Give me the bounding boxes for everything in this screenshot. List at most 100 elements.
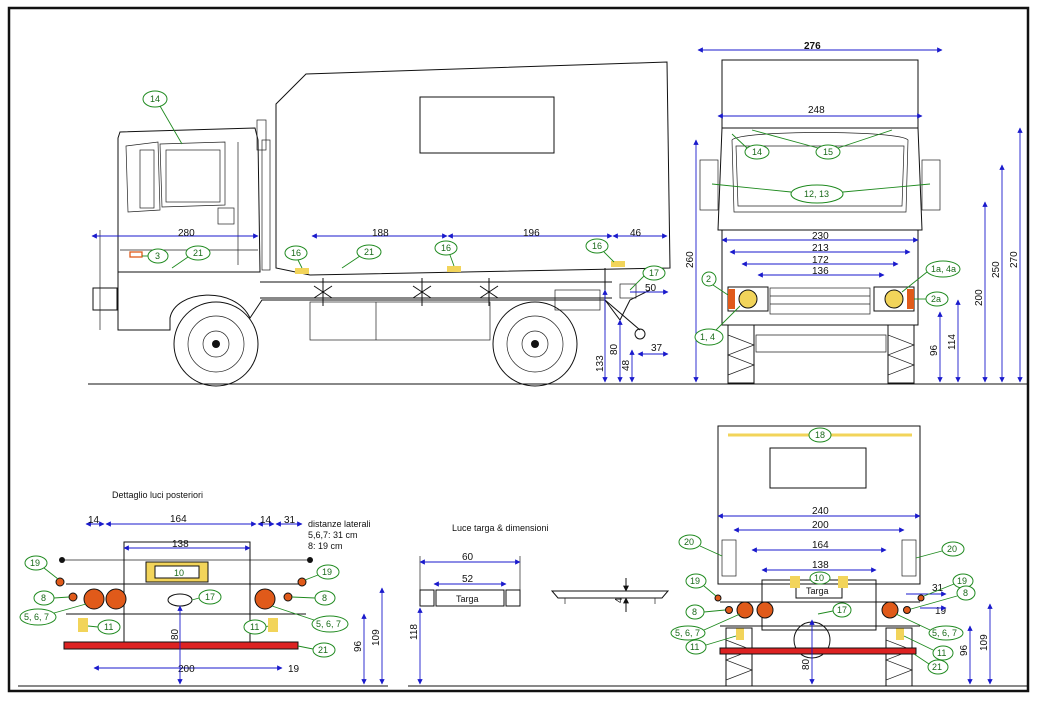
svg-text:19: 19 xyxy=(30,558,40,568)
side-dim-280: 280 xyxy=(178,228,195,239)
rear-light-detail: Dettaglio luci posteriori 10 14 164 14 3… xyxy=(18,490,388,687)
front-callout-15: 15 xyxy=(751,129,893,160)
front-dim-200: 200 xyxy=(974,289,985,306)
rear-callout-8-right: 8 xyxy=(910,585,976,610)
svg-text:21: 21 xyxy=(318,645,328,655)
rear-detail-dim-31: 31 xyxy=(284,515,296,526)
front-callout-1-4: 1, 4 xyxy=(694,305,741,346)
rear-callout-19-right: 19 xyxy=(923,573,974,597)
svg-text:19: 19 xyxy=(322,567,332,577)
side-dim-196: 196 xyxy=(523,228,540,239)
callout-14: 14 xyxy=(142,90,183,145)
rear-dim-240: 240 xyxy=(812,506,829,517)
svg-text:5, 6, 7: 5, 6, 7 xyxy=(24,612,49,622)
svg-text:11: 11 xyxy=(937,648,946,658)
svg-text:15: 15 xyxy=(823,147,833,157)
svg-text:1, 4: 1, 4 xyxy=(700,332,715,342)
side-dim-48: 48 xyxy=(621,359,632,371)
rear-detail-dim-164: 164 xyxy=(170,514,187,525)
svg-text:19: 19 xyxy=(690,576,700,586)
svg-text:16: 16 xyxy=(441,243,451,253)
front-callout-2a: 2a xyxy=(914,291,949,307)
callout-3: 3 xyxy=(142,248,169,264)
sheet-border xyxy=(7,6,1030,693)
rear-detail-dim-14a: 14 xyxy=(88,515,100,526)
rear-callout-21: 21 xyxy=(913,653,949,675)
rear-detail-note-1: distanze laterali xyxy=(308,519,371,529)
rear-callout-20-left: 20 xyxy=(678,534,723,557)
callout-16-c: 16 xyxy=(585,238,615,263)
side-dim-188: 188 xyxy=(372,228,389,239)
front-dim-248: 248 xyxy=(808,105,825,116)
svg-text:8: 8 xyxy=(963,588,968,598)
rear-dim-138: 138 xyxy=(812,560,829,571)
front-dim-270: 270 xyxy=(1009,251,1020,268)
svg-text:8: 8 xyxy=(41,593,46,603)
side-dim-50: 50 xyxy=(645,283,657,294)
svg-text:17: 17 xyxy=(205,592,215,602)
front-dim-250: 250 xyxy=(991,261,1002,278)
front-view: 276 248 230 213 172 136 260 270 250 200 … xyxy=(685,41,1028,385)
front-dim-172: 172 xyxy=(812,255,829,266)
rear-callout-11-right: 11 xyxy=(903,635,954,661)
svg-text:5, 6, 7: 5, 6, 7 xyxy=(316,619,341,629)
rear-detail-title: Dettaglio luci posteriori xyxy=(112,490,203,500)
rear-detail-dim-138: 138 xyxy=(172,539,189,550)
svg-text:1a, 4a: 1a, 4a xyxy=(931,264,956,274)
svg-text:2a: 2a xyxy=(931,294,941,304)
front-dim-276: 276 xyxy=(804,41,821,52)
svg-text:11: 11 xyxy=(250,622,259,632)
svg-text:2: 2 xyxy=(706,274,711,284)
plate-light-detail: Luce targa & dimensioni 60 52 Targa 118 … xyxy=(408,523,690,687)
rear-detail-callout-10: 10 xyxy=(174,568,184,578)
rear-detail-callout-11-right: 11 xyxy=(243,619,269,635)
rear-detail-callout-8-left: 8 xyxy=(33,590,70,606)
svg-text:5, 6, 7: 5, 6, 7 xyxy=(675,628,700,638)
rear-dim-19: 19 xyxy=(935,606,947,617)
rear-detail-callout-21: 21 xyxy=(297,642,336,658)
rear-bumper xyxy=(719,647,917,655)
rear-detail-callout-5-6-7-left: 5, 6, 7 xyxy=(19,603,87,626)
svg-text:10: 10 xyxy=(814,573,824,583)
rear-wheel xyxy=(492,301,578,387)
rear-detail-dim-109: 109 xyxy=(371,629,382,646)
side-dim-133: 133 xyxy=(595,355,606,372)
rear-callout-18: 18 xyxy=(808,427,832,443)
side-dim-37: 37 xyxy=(651,343,663,354)
front-dim-136: 136 xyxy=(812,266,829,277)
plate-title: Luce targa & dimensioni xyxy=(452,523,549,533)
rear-dim-96: 96 xyxy=(959,644,970,656)
plate-dim-52: 52 xyxy=(462,574,474,585)
front-callout-14: 14 xyxy=(731,133,770,160)
rear-callout-10: 10 xyxy=(809,571,831,585)
rear-dim-200: 200 xyxy=(812,520,829,531)
svg-text:16: 16 xyxy=(291,248,301,258)
front-dim-213: 213 xyxy=(812,243,829,254)
plate-dim-4: 4 xyxy=(614,597,625,603)
rear-dim-164: 164 xyxy=(812,540,829,551)
rear-dim-80: 80 xyxy=(801,658,812,670)
rear-dim-31: 31 xyxy=(932,583,944,594)
svg-text:12, 13: 12, 13 xyxy=(804,189,829,199)
rear-callout-8-left: 8 xyxy=(685,604,726,620)
rear-dim-109: 109 xyxy=(979,634,990,651)
svg-text:21: 21 xyxy=(364,247,374,257)
svg-text:19: 19 xyxy=(957,576,967,586)
svg-text:21: 21 xyxy=(932,662,942,672)
rear-callout-11-left: 11 xyxy=(685,635,737,655)
front-dim-260: 260 xyxy=(685,251,696,268)
rear-callout-5-6-7-left: 5, 6, 7 xyxy=(670,613,741,641)
callout-16-b: 16 xyxy=(434,240,458,267)
svg-text:20: 20 xyxy=(684,537,694,547)
front-callout-1a-4a: 1a, 4a xyxy=(901,260,961,293)
rear-detail-dim-96: 96 xyxy=(353,640,364,652)
callout-21-cab: 21 xyxy=(171,245,211,269)
side-dim-80: 80 xyxy=(609,343,620,355)
rear-callout-17: 17 xyxy=(817,602,852,618)
front-dim-230: 230 xyxy=(812,231,829,242)
svg-text:21: 21 xyxy=(193,248,203,258)
rear-detail-callout-19-left: 19 xyxy=(24,555,59,580)
front-dim-114: 114 xyxy=(947,334,958,350)
rear-detail-dim-80: 80 xyxy=(170,628,181,640)
svg-text:3: 3 xyxy=(155,251,160,261)
